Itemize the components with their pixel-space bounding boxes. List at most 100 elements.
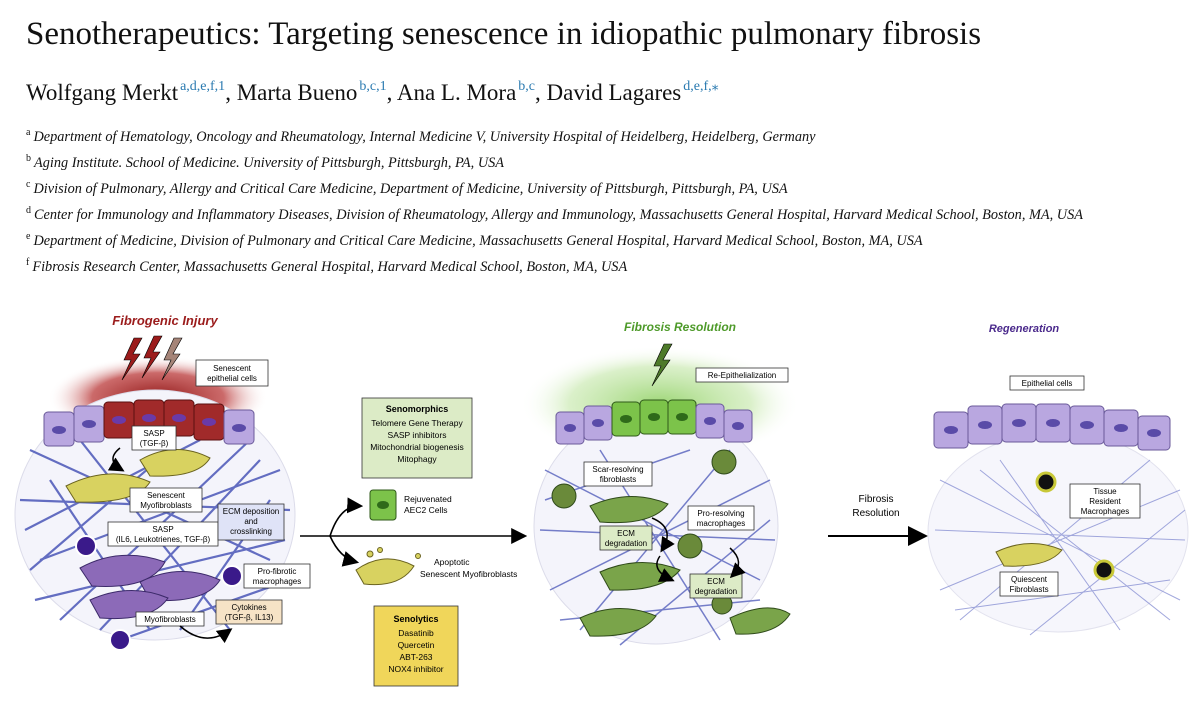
epithelial-cell bbox=[583, 405, 613, 441]
macrophage bbox=[221, 565, 243, 587]
label-senescent-epithelial: Senescent epithelial cells bbox=[195, 359, 269, 387]
svg-text:degradation: degradation bbox=[695, 587, 737, 596]
panel-fibrosis-resolution: Re-Epithelialization Scar-resolving fibr… bbox=[520, 343, 800, 646]
svg-text:and: and bbox=[244, 517, 257, 526]
label-re-epithelialization: Re-Epithelialization bbox=[695, 367, 789, 383]
epithelial-cell bbox=[933, 411, 969, 449]
affiliation-mark: f bbox=[26, 257, 30, 268]
svg-text:(TGF-β, IL13): (TGF-β, IL13) bbox=[225, 613, 274, 622]
lightning-bolt-icon bbox=[121, 337, 143, 381]
lightning-bolt-icon bbox=[161, 337, 183, 381]
label-ecm-deposition: ECM deposition and crosslinking bbox=[217, 503, 285, 541]
affiliation-text: Department of Medicine, Division of Pulm… bbox=[33, 233, 923, 249]
macrophage bbox=[109, 629, 131, 651]
affiliation-mark: c bbox=[26, 179, 31, 190]
svg-text:Pro-fibrotic: Pro-fibrotic bbox=[258, 567, 297, 576]
paper-title: Senotherapeutics: Targeting senescence i… bbox=[26, 16, 982, 52]
label-scar-resolving: Scar-resolving fibroblasts bbox=[583, 461, 653, 487]
svg-text:crosslinking: crosslinking bbox=[230, 527, 272, 536]
apoptotic-label: Senescent Myofibroblasts bbox=[420, 569, 517, 579]
senolytics-box: Senolytics Dasatinib Quercetin ABT-263 N… bbox=[373, 605, 459, 687]
epithelial-cell bbox=[723, 409, 753, 443]
affiliation-text: Department of Hematology, Oncology and R… bbox=[33, 129, 816, 145]
label-cytokines: Cytokines (TGF-β, IL13) bbox=[215, 599, 283, 625]
apoptotic-label: Apoptotic bbox=[434, 557, 470, 567]
senolytics-title: Senolytics bbox=[393, 614, 438, 624]
svg-text:Cytokines: Cytokines bbox=[231, 603, 266, 612]
affiliation-mark: a bbox=[26, 127, 31, 138]
svg-text:ECM: ECM bbox=[707, 577, 725, 586]
regenerated-epithelial-cell bbox=[667, 399, 697, 435]
epithelial-cell bbox=[43, 411, 75, 447]
label-pro-resolving: Pro-resolving macrophages bbox=[687, 505, 755, 531]
epithelial-cell bbox=[967, 405, 1003, 445]
author-marks[interactable]: b,c,1 bbox=[359, 79, 387, 94]
affiliation-mark: b bbox=[26, 153, 31, 164]
author-marks[interactable]: d,e,f,⁎ bbox=[683, 79, 719, 94]
svg-text:Myofibroblasts: Myofibroblasts bbox=[140, 501, 192, 510]
svg-text:Re-Epithelialization: Re-Epithelialization bbox=[708, 371, 776, 380]
label-quiescent: Quiescent Fibroblasts bbox=[999, 571, 1059, 597]
author-name: David Lagares bbox=[546, 80, 682, 105]
senomorphics-item: SASP inhibitors bbox=[388, 430, 447, 440]
epithelial-cell bbox=[1069, 405, 1105, 445]
epithelial-cell bbox=[73, 405, 105, 443]
svg-text:Fibroblasts: Fibroblasts bbox=[1009, 585, 1048, 594]
rejuvenated-label: AEC2 Cells bbox=[404, 505, 447, 515]
rejuvenated-label: Rejuvenated bbox=[404, 494, 452, 504]
senolytics-item: NOX4 inhibitor bbox=[388, 664, 443, 674]
quiescent-fibroblast bbox=[995, 542, 1063, 567]
apoptotic-myofibroblast: Apoptotic Senescent Myofibroblasts bbox=[355, 547, 517, 586]
cycle-arrow bbox=[729, 547, 746, 579]
senolytics-item: Dasatinib bbox=[398, 628, 434, 638]
cycle-arrow bbox=[107, 447, 125, 472]
panel-regeneration: Epithelial cells Tissue Resident Macroph… bbox=[927, 375, 1189, 636]
svg-text:ECM deposition: ECM deposition bbox=[223, 507, 279, 516]
rejuvenated-aec2-cell: Rejuvenated AEC2 Cells bbox=[369, 489, 452, 521]
pro-resolving-macrophage bbox=[551, 483, 577, 509]
myofibroblast bbox=[139, 571, 221, 602]
author-name: Ana L. Mora bbox=[396, 80, 517, 105]
label-sasp-il6: SASP (IL6, Leukotrienes, TGF-β) bbox=[107, 521, 219, 547]
epithelial-cell bbox=[695, 403, 725, 439]
flow-arrow bbox=[329, 535, 360, 567]
author-marks[interactable]: a,d,e,f,1 bbox=[180, 79, 226, 94]
affiliation-text: Aging Institute. School of Medicine. Uni… bbox=[34, 155, 505, 171]
resolution-arrow: Fibrosis Resolution bbox=[828, 494, 928, 546]
label-senescent-myofibroblasts: Senescent Myofibroblasts bbox=[129, 487, 203, 513]
panel-title-injury: Fibrogenic Injury bbox=[112, 313, 218, 328]
author-marks[interactable]: b,c bbox=[518, 79, 536, 94]
affiliation-mark: e bbox=[26, 231, 31, 242]
senescent-epithelial-cell bbox=[103, 401, 135, 439]
svg-text:(IL6, Leukotrienes, TGF-β): (IL6, Leukotrienes, TGF-β) bbox=[116, 535, 211, 544]
svg-text:ECM: ECM bbox=[617, 529, 635, 538]
arrow-label: Fibrosis bbox=[858, 494, 893, 505]
epithelial-cell bbox=[1137, 415, 1171, 451]
author-name: Marta Bueno bbox=[236, 80, 358, 105]
svg-text:Senescent: Senescent bbox=[213, 364, 252, 373]
epithelial-cell bbox=[1001, 403, 1037, 443]
svg-text:Macrophages: Macrophages bbox=[1081, 507, 1129, 516]
senescent-myofibroblast bbox=[65, 473, 151, 503]
svg-text:macrophages: macrophages bbox=[697, 519, 745, 528]
svg-text:Resident: Resident bbox=[1089, 497, 1121, 506]
epithelial-cell bbox=[223, 409, 255, 445]
svg-text:Tissue: Tissue bbox=[1093, 487, 1117, 496]
senomorphics-item: Telomere Gene Therapy bbox=[371, 418, 463, 428]
epithelial-cell bbox=[555, 411, 585, 445]
pro-resolving-macrophage bbox=[677, 533, 703, 559]
senomorphics-item: Mitophagy bbox=[397, 454, 437, 464]
senolytics-item: Quercetin bbox=[398, 640, 435, 650]
label-sasp-tgf: SASP (TGF-β) bbox=[131, 425, 177, 451]
affiliation-text: Center for Immunology and Inflammatory D… bbox=[34, 207, 1083, 223]
author-name: Wolfgang Merkt bbox=[26, 80, 179, 105]
panel-title-resolution: Fibrosis Resolution bbox=[624, 320, 736, 334]
svg-text:Pro-resolving: Pro-resolving bbox=[697, 509, 744, 518]
